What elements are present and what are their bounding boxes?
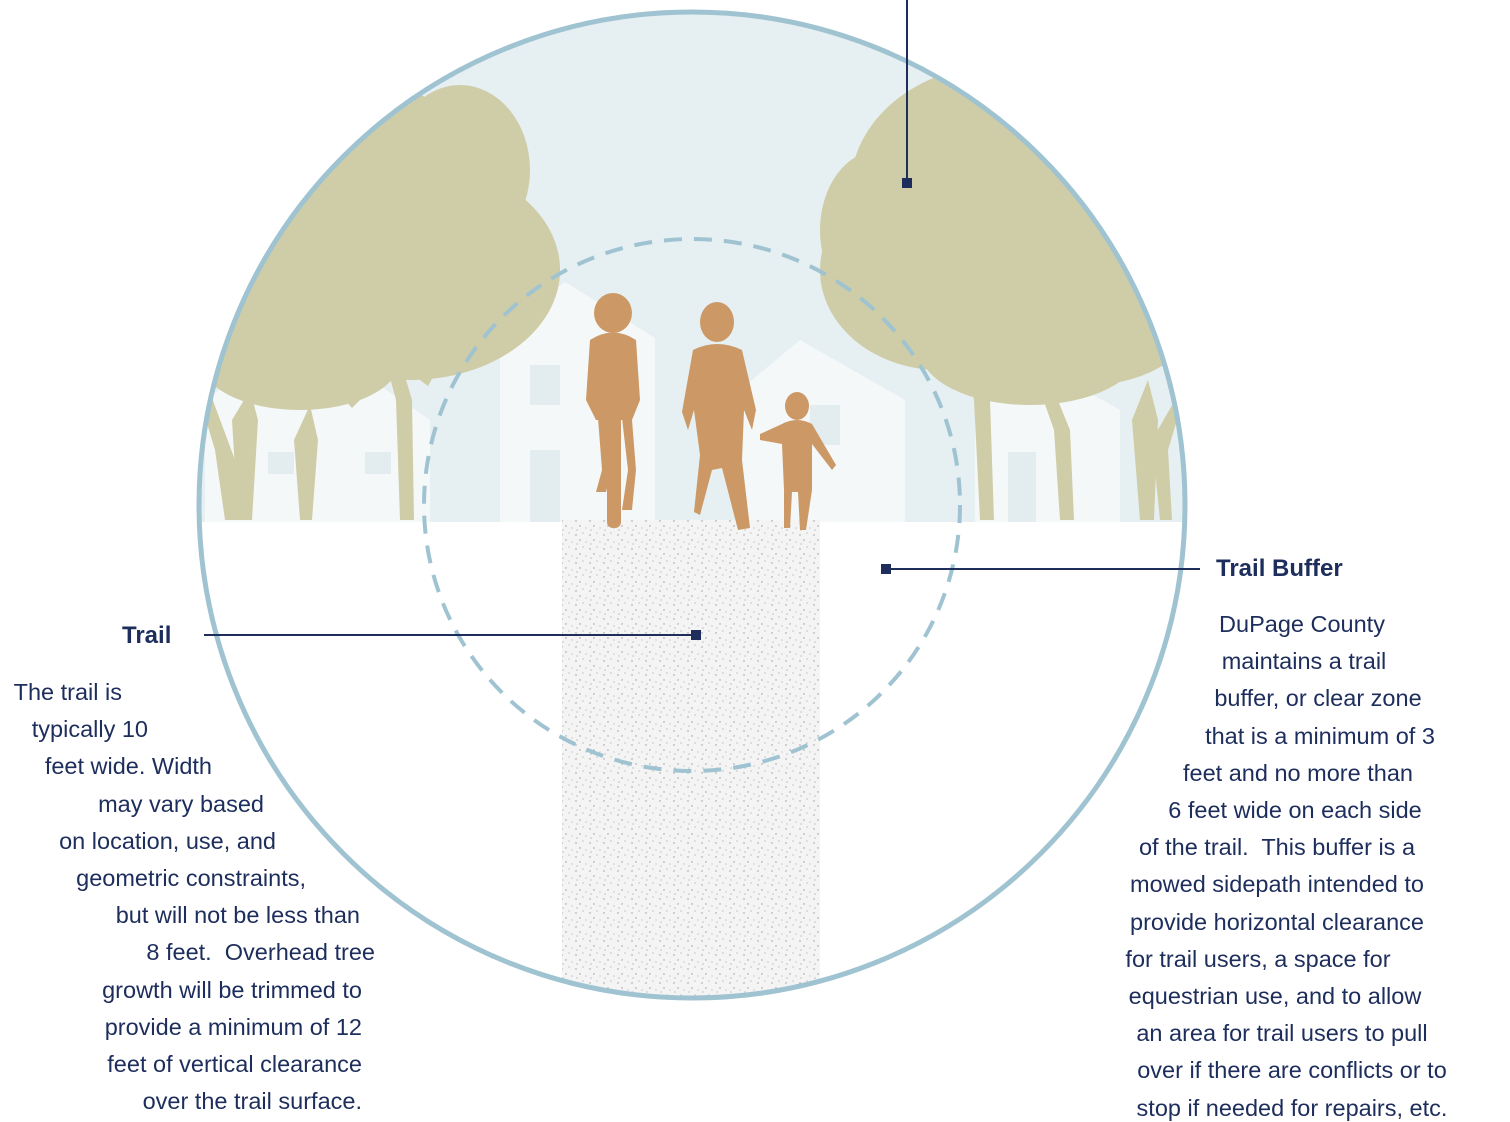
trail-buffer-description-line: 6 feet wide on each side (1168, 797, 1422, 824)
trail-buffer-title: Trail Buffer (1216, 555, 1343, 582)
trail-description-line: feet wide. Width (44, 753, 212, 780)
trail-description-line: growth will be trimmed to (102, 976, 362, 1003)
cyclist-figure (586, 293, 640, 528)
adult-figure (682, 302, 756, 530)
trail-buffer-description-line: buffer, or clear zone (1214, 685, 1422, 712)
trail-description: The trail is typically 10 feet wide. Width… (0, 674, 375, 1120)
tree-leader-marker (902, 178, 912, 188)
trail-description-line: provide a minimum of 12 (104, 1013, 362, 1040)
house-windows (268, 365, 1036, 522)
outer-circle (196, 9, 1188, 1001)
trail-buffer-description-line: mowed sidepath intended to (1130, 871, 1424, 898)
trail-title: Trail (122, 622, 172, 649)
trail-description-line: 8 feet. Overhead tree (146, 939, 375, 966)
trail-description-line: The trail is (13, 679, 122, 705)
trail-description-line: over the trail surface. (142, 1088, 362, 1115)
trail-description-line: feet of vertical clearance (107, 1051, 362, 1078)
trail-buffer-description-line: for trail users, a space for (1125, 945, 1391, 972)
trail-buffer-description-line: provide horizontal clearance (1130, 908, 1424, 935)
trail-buffer-description-line: equestrian use, and to allow (1128, 983, 1422, 1010)
trail-buffer-description-line: that is a minimum of 3 (1205, 722, 1435, 749)
trail-buffer-description-line: an area for trail users to pull (1136, 1020, 1428, 1047)
trail-buffer-description-line: maintains a trail (1221, 648, 1387, 675)
trail-buffer-description-line: feet and no more than (1183, 759, 1413, 786)
trail-description-line: may vary based (98, 790, 264, 817)
trail-description-line: on location, use, and (59, 827, 276, 854)
trail-description-line: but will not be less than (115, 902, 360, 929)
trail-buffer-description: DuPage County maintains a trail buffer, or… (1060, 606, 1510, 1122)
trail-buffer-description-line: DuPage County (1219, 611, 1385, 637)
buffer-leader-marker (881, 564, 891, 574)
trail-description-line: typically 10 (31, 716, 148, 743)
trail-buffer-description-line: over if there are conflicts or to (1137, 1057, 1447, 1084)
trail-description-line: geometric constraints, (76, 865, 306, 892)
trail-buffer-description-line: of the trail. This buffer is a (1138, 834, 1416, 861)
trail-leader-marker (691, 630, 701, 640)
leader-lines (204, 0, 1200, 640)
trail-buffer-description-line: stop if needed for repairs, etc. (1136, 1094, 1448, 1121)
child-figure (760, 392, 836, 530)
buffer-ring (422, 237, 962, 773)
